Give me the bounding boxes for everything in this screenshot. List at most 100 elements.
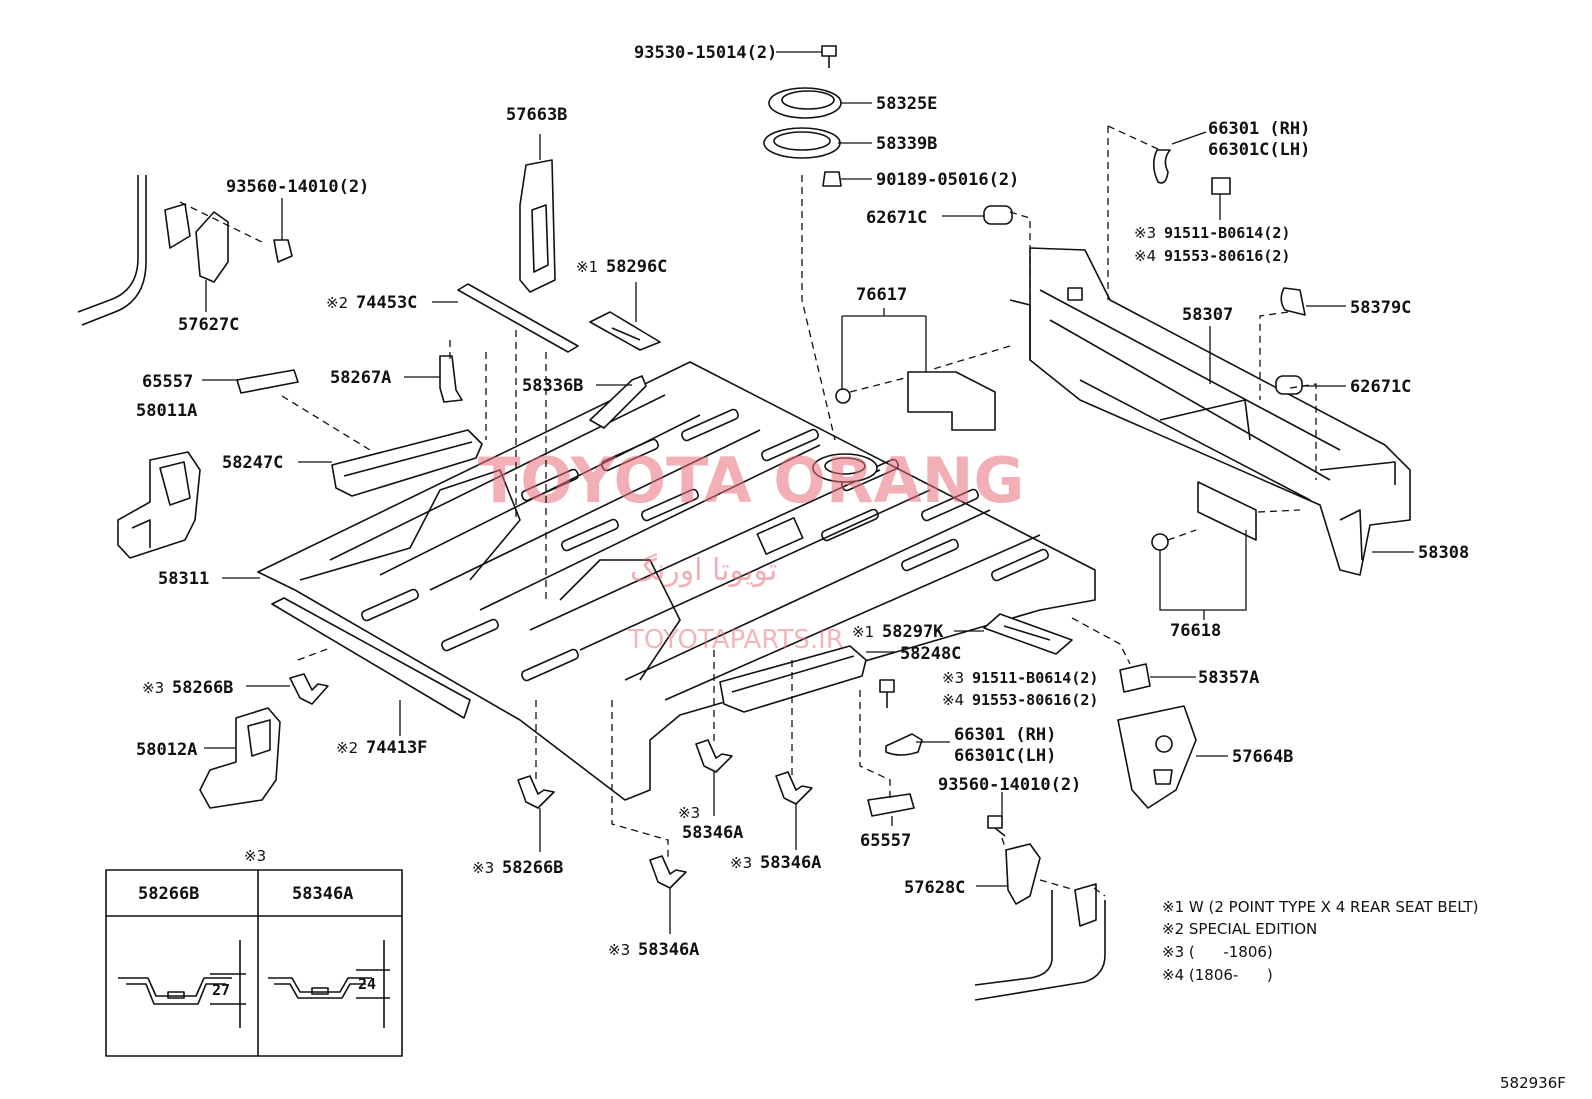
marker-1-58297K: ※1	[852, 623, 874, 641]
bracket-58267A	[439, 355, 463, 403]
plate-58325E	[768, 87, 842, 119]
label-58307: 58307	[1182, 305, 1233, 325]
label-62671C-right: 62671C	[1350, 377, 1411, 397]
rail-58248C	[719, 645, 867, 713]
label-74413F: 74413F	[366, 738, 427, 758]
plate-65557-bottom	[867, 793, 915, 817]
label-65557-left: 65557	[142, 372, 193, 392]
clip-58346A-b	[775, 771, 813, 805]
label-91511-mid: 91511-B0614(2)	[972, 669, 1098, 687]
label-74453C: 74453C	[356, 293, 417, 313]
watermark: TOYOTA ORANG تویوتا اورنگ TOYOTAPARTS.IR	[478, 444, 1024, 655]
hook-66301-mid	[885, 733, 923, 756]
watermark-site: TOYOTAPARTS.IR	[627, 625, 844, 655]
label-93560-top: 93560-14010(2)	[226, 177, 369, 197]
label-76617: 76617	[856, 285, 907, 305]
label-58311: 58311	[158, 569, 209, 589]
clip-58346A-a	[695, 739, 733, 773]
marker-4-mid: ※4	[942, 691, 964, 709]
note-4: ※4 (1806- )	[1162, 966, 1273, 984]
panel-76618	[1151, 481, 1257, 551]
note-2: ※2 SPECIAL EDITION	[1162, 920, 1317, 938]
plug-62671C-right	[1275, 375, 1303, 395]
watermark-brand: TOYOTA ORANG	[478, 444, 1024, 517]
label-58266B-bottom: 58266B	[502, 858, 563, 878]
label-58346A-a: 58346A	[682, 823, 743, 843]
label-93560-mid: 93560-14010(2)	[938, 775, 1081, 795]
cross-member-58307	[1009, 247, 1411, 576]
label-58248C: 58248C	[900, 644, 961, 664]
label-58296C: 58296C	[606, 257, 667, 277]
bracket-57663B	[519, 159, 556, 293]
bracket-57628C	[1005, 843, 1097, 927]
bolt-93560-mid	[987, 815, 1006, 837]
bracket-57627C	[164, 203, 293, 283]
marker-2-74413F: ※2	[336, 739, 358, 757]
panel-57664B	[1117, 705, 1197, 809]
hook-66301-top	[1152, 149, 1231, 195]
inset-dim-27: 27	[212, 981, 230, 999]
panel-76617	[835, 371, 996, 431]
clip-58346A-c	[649, 855, 687, 889]
label-58012A: 58012A	[136, 740, 197, 760]
plug-62671C-top	[983, 205, 1013, 225]
plate-65557-left	[236, 369, 299, 394]
label-58336B: 58336B	[522, 376, 583, 396]
clip-profile-58266B	[118, 977, 232, 997]
bolt-93530	[821, 45, 837, 68]
bracket-58011A	[117, 451, 201, 559]
label-62671C-top: 62671C	[866, 208, 927, 228]
label-66301-rh-mid: 66301 (RH)	[954, 725, 1056, 745]
inset-col1-title: 58266B	[138, 884, 199, 904]
marker-2-74453C: ※2	[326, 294, 348, 312]
watermark-persian: تویوتا اورنگ	[630, 553, 777, 588]
marker-4-top: ※4	[1134, 247, 1156, 265]
rail-58247C	[331, 429, 483, 497]
strip-74453C	[457, 283, 579, 353]
label-58346A-b: 58346A	[760, 853, 821, 873]
label-58379C: 58379C	[1350, 298, 1411, 318]
brace-58336B	[589, 375, 647, 429]
ring-58339B	[763, 127, 841, 159]
label-66301C-lh-top: 66301C(LH)	[1208, 140, 1310, 160]
nut-90189	[822, 171, 842, 187]
body-outline-left	[77, 175, 147, 326]
label-93530: 93530-15014(2)	[634, 43, 777, 63]
leader-lines	[202, 51, 1414, 934]
marker-3-58346A-c: ※3	[608, 941, 630, 959]
strip-74413F	[271, 597, 471, 719]
diagram-code: 582936F	[1500, 1074, 1566, 1092]
reinforcement-58296C	[589, 311, 661, 351]
note-1: ※1 W (2 POINT TYPE X 4 REAR SEAT BELT)	[1162, 898, 1479, 916]
label-58247C: 58247C	[222, 453, 283, 473]
note-3: ※3 ( -1806)	[1162, 943, 1273, 961]
label-90189: 90189-05016(2)	[876, 170, 1019, 190]
label-91553-mid: 91553-80616(2)	[972, 691, 1098, 709]
inset-detail-table: ※3 58266B 58346A 27 24	[105, 847, 403, 1057]
footnotes: ※1 W (2 POINT TYPE X 4 REAR SEAT BELT) ※…	[1162, 898, 1479, 984]
label-57627C: 57627C	[178, 315, 239, 335]
clip-profile-58346A	[268, 977, 372, 993]
label-66301-rh-top: 66301 (RH)	[1208, 119, 1310, 139]
label-58308: 58308	[1418, 543, 1469, 563]
label-58346A-c: 58346A	[638, 940, 699, 960]
marker-3-58266B-bottom: ※3	[472, 859, 494, 877]
marker-3-58346A-b: ※3	[730, 854, 752, 872]
inset-marker: ※3	[244, 847, 266, 865]
marker-1-58296C: ※1	[576, 258, 598, 276]
reinforcement-58297K	[983, 613, 1073, 655]
label-66301C-lh-mid: 66301C(LH)	[954, 746, 1056, 766]
bracket-58012A	[199, 707, 281, 809]
label-58267A: 58267A	[330, 368, 391, 388]
label-57663B: 57663B	[506, 105, 567, 125]
body-outline-right	[974, 890, 1106, 1001]
label-58325E: 58325E	[876, 94, 937, 114]
inset-dim-24: 24	[358, 975, 376, 993]
label-57664B: 57664B	[1232, 747, 1293, 767]
cap-58379C	[1280, 287, 1306, 316]
label-91511-top: 91511-B0614(2)	[1164, 224, 1290, 242]
label-91553-top: 91553-80616(2)	[1164, 247, 1290, 265]
marker-3-mid: ※3	[942, 669, 964, 687]
label-65557-bottom: 65557	[860, 831, 911, 851]
